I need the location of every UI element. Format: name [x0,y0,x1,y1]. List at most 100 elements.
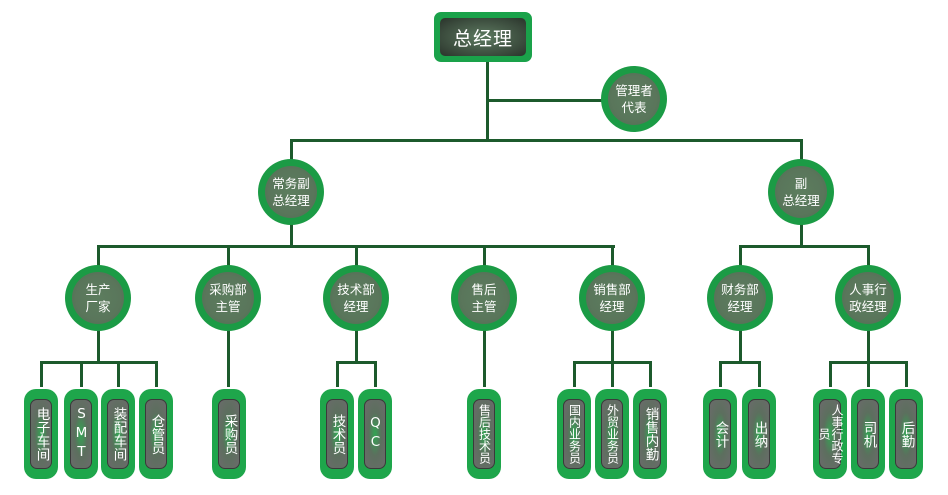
node-warehouse[interactable]: 仓管员 [139,389,173,479]
node-label-line: 厂家 [85,299,111,314]
node-label: SMT [70,399,92,469]
node-label: 会计 [709,399,731,469]
node-aftersales[interactable]: 售后主管 [451,265,517,331]
node-label: 副总经理 [775,166,827,218]
node-label-line: 经理 [599,299,625,314]
node-label-line: 常务副 [272,176,310,191]
connector-smt [80,361,83,387]
node-label: 售后技术员 [473,399,495,469]
node-label: 仓管员 [145,399,167,469]
connector-vp [800,139,803,161]
node-label: 采购部主管 [202,272,254,324]
node-tech[interactable]: 技术部经理 [323,265,389,331]
node-assembly[interactable]: 装配车间 [101,389,135,479]
node-smt[interactable]: SMT [64,389,98,479]
connector-prod-bar [40,361,158,364]
connector-evp-trunk [290,224,293,246]
node-label: 销售部经理 [586,272,638,324]
node-label: 管理者代表 [608,73,660,125]
node-label: 销售内勤 [639,399,661,469]
node-general-manager[interactable]: 总经理 [434,12,532,62]
node-label: 后勤 [895,399,917,469]
connector-logistics [905,361,908,387]
node-accountant[interactable]: 会计 [703,389,737,479]
connector-sales [611,245,614,267]
connector-warehouse [155,361,158,387]
node-label: 人事行政经理 [842,272,894,324]
node-purch[interactable]: 采购部主管 [195,265,261,331]
node-buyer[interactable]: 采购员 [212,389,246,479]
node-sales[interactable]: 销售部经理 [579,265,645,331]
connector-hr-trunk [867,330,870,362]
node-evp[interactable]: 常务副总经理 [258,159,324,225]
connector-prod [97,245,100,267]
node-label: 电子车间 [30,399,52,469]
node-hr[interactable]: 人事行政经理 [835,265,901,331]
node-label: 司机 [857,399,879,469]
node-label: 装配车间 [107,399,129,469]
connector-tech [355,245,358,267]
node-prod[interactable]: 生产厂家 [65,265,131,331]
node-label-line: 销售部 [593,282,631,297]
connector-driver [867,361,870,387]
node-label: 总经理 [440,18,526,56]
node-label-line: 采购部 [209,282,247,297]
node-label-line: 管理者 [615,83,653,98]
connector-tech-bar [336,361,377,364]
connector-sales_admin [649,361,652,387]
node-label: 财务部经理 [714,272,766,324]
connector-sales-trunk [611,330,614,362]
connector-foreign [611,361,614,387]
node-label-line: 财务部 [721,282,759,297]
node-driver[interactable]: 司机 [851,389,885,479]
node-label: 采购员 [218,399,240,469]
node-label-line: 总经理 [272,193,310,208]
node-label: 生产厂家 [72,272,124,324]
node-logistics[interactable]: 后勤 [889,389,923,479]
node-domestic[interactable]: 国内业务员 [557,389,591,479]
node-vp[interactable]: 副总经理 [768,159,834,225]
node-sales-admin[interactable]: 销售内勤 [633,389,667,479]
node-cashier[interactable]: 出纳 [742,389,776,479]
node-label-line: 主管 [471,299,497,314]
node-label-line: 副 [794,176,808,191]
connector-domestic [573,361,576,387]
connector-aftersales [483,245,486,267]
node-foreign[interactable]: 外贸业务员 [595,389,629,479]
node-label-line: 售后 [471,282,497,297]
node-technician[interactable]: 技术员 [320,389,354,479]
connector-qc [374,361,377,387]
connector-finance-trunk [739,330,742,362]
connector-vp-bar [739,245,870,248]
node-label-line: 经理 [343,299,369,314]
node-as-tech[interactable]: 售后技术员 [467,389,501,479]
node-hr-staff[interactable]: 人事行政专员 [813,389,847,479]
node-label-line: 生产 [85,282,111,297]
node-mgmt-rep[interactable]: 管理者代表 [601,66,667,132]
node-qc[interactable]: QC [358,389,392,479]
node-label-line: 人事行 [849,282,887,297]
connector-finance-bar [719,361,761,364]
connector-mgmt-rep [486,99,602,102]
connector-assembly [117,361,120,387]
connector-purch [227,245,230,267]
node-elec[interactable]: 电子车间 [24,389,58,479]
node-label: 售后主管 [458,272,510,324]
node-label-line: 技术部 [337,282,375,297]
node-finance[interactable]: 财务部经理 [707,265,773,331]
connector-vp-trunk [800,224,803,246]
node-label: 国内业务员 [563,399,585,469]
node-label: 常务副总经理 [265,166,317,218]
node-label-line: 代表 [621,100,647,115]
connector-tech-trunk [355,330,358,362]
connector-hr [867,245,870,267]
connector-elec [40,361,43,387]
connector-evp [290,139,293,161]
connector-level1-bar [290,139,803,142]
node-label: 出纳 [748,399,770,469]
node-label: 技术部经理 [330,272,382,324]
node-label: QC [364,399,386,469]
connector-technician [336,361,339,387]
node-label: 人事行政专员 [817,399,844,469]
